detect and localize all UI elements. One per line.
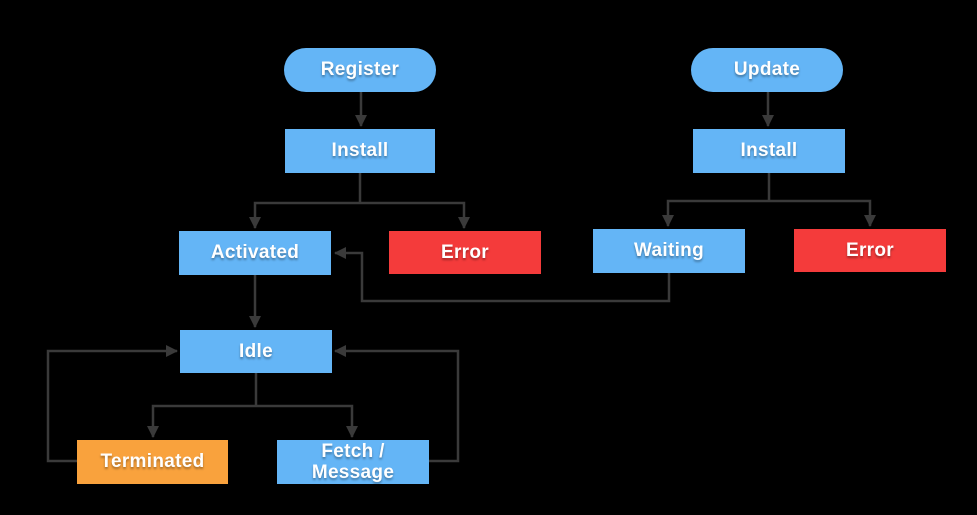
node-waiting: Waiting [593,229,745,273]
edge-fetch-message-idle [334,345,460,463]
edge-install-waiting [662,199,769,227]
edge-idle-terminated [147,404,256,438]
edge-install-activated [249,201,360,229]
node-register-label: Register [320,59,400,80]
node-error-left-label: Error [441,241,489,263]
edge-install-error-right [769,199,876,227]
node-idle: Idle [180,330,332,373]
node-install-right-label: Install [740,140,798,161]
node-register: Register [284,48,436,92]
edge-install-error-left [360,201,470,229]
node-activated: Activated [179,231,331,275]
node-error-right-label: Error [846,239,894,261]
node-fetch-message-label: Fetch / Message [312,441,394,483]
edge-terminated-idle [46,345,178,463]
node-install-right: Install [693,129,845,173]
node-terminated-label: Terminated [100,451,205,472]
node-idle-label: Idle [239,340,273,362]
node-waiting-label: Waiting [634,240,704,261]
node-fetch-message: Fetch / Message [277,440,429,484]
node-fetch-message-line1: Fetch / [321,441,385,462]
node-fetch-message-line2: Message [311,462,395,483]
node-error-left: Error [389,231,541,274]
node-install-left-label: Install [331,140,389,161]
node-activated-label: Activated [210,242,300,263]
edge-idle-fetch-message [256,404,358,438]
node-error-right: Error [794,229,946,272]
node-update: Update [691,48,843,92]
node-install-left: Install [285,129,435,173]
node-update-label: Update [733,59,801,80]
edge-waiting-activated [334,247,671,303]
node-terminated: Terminated [77,440,228,484]
